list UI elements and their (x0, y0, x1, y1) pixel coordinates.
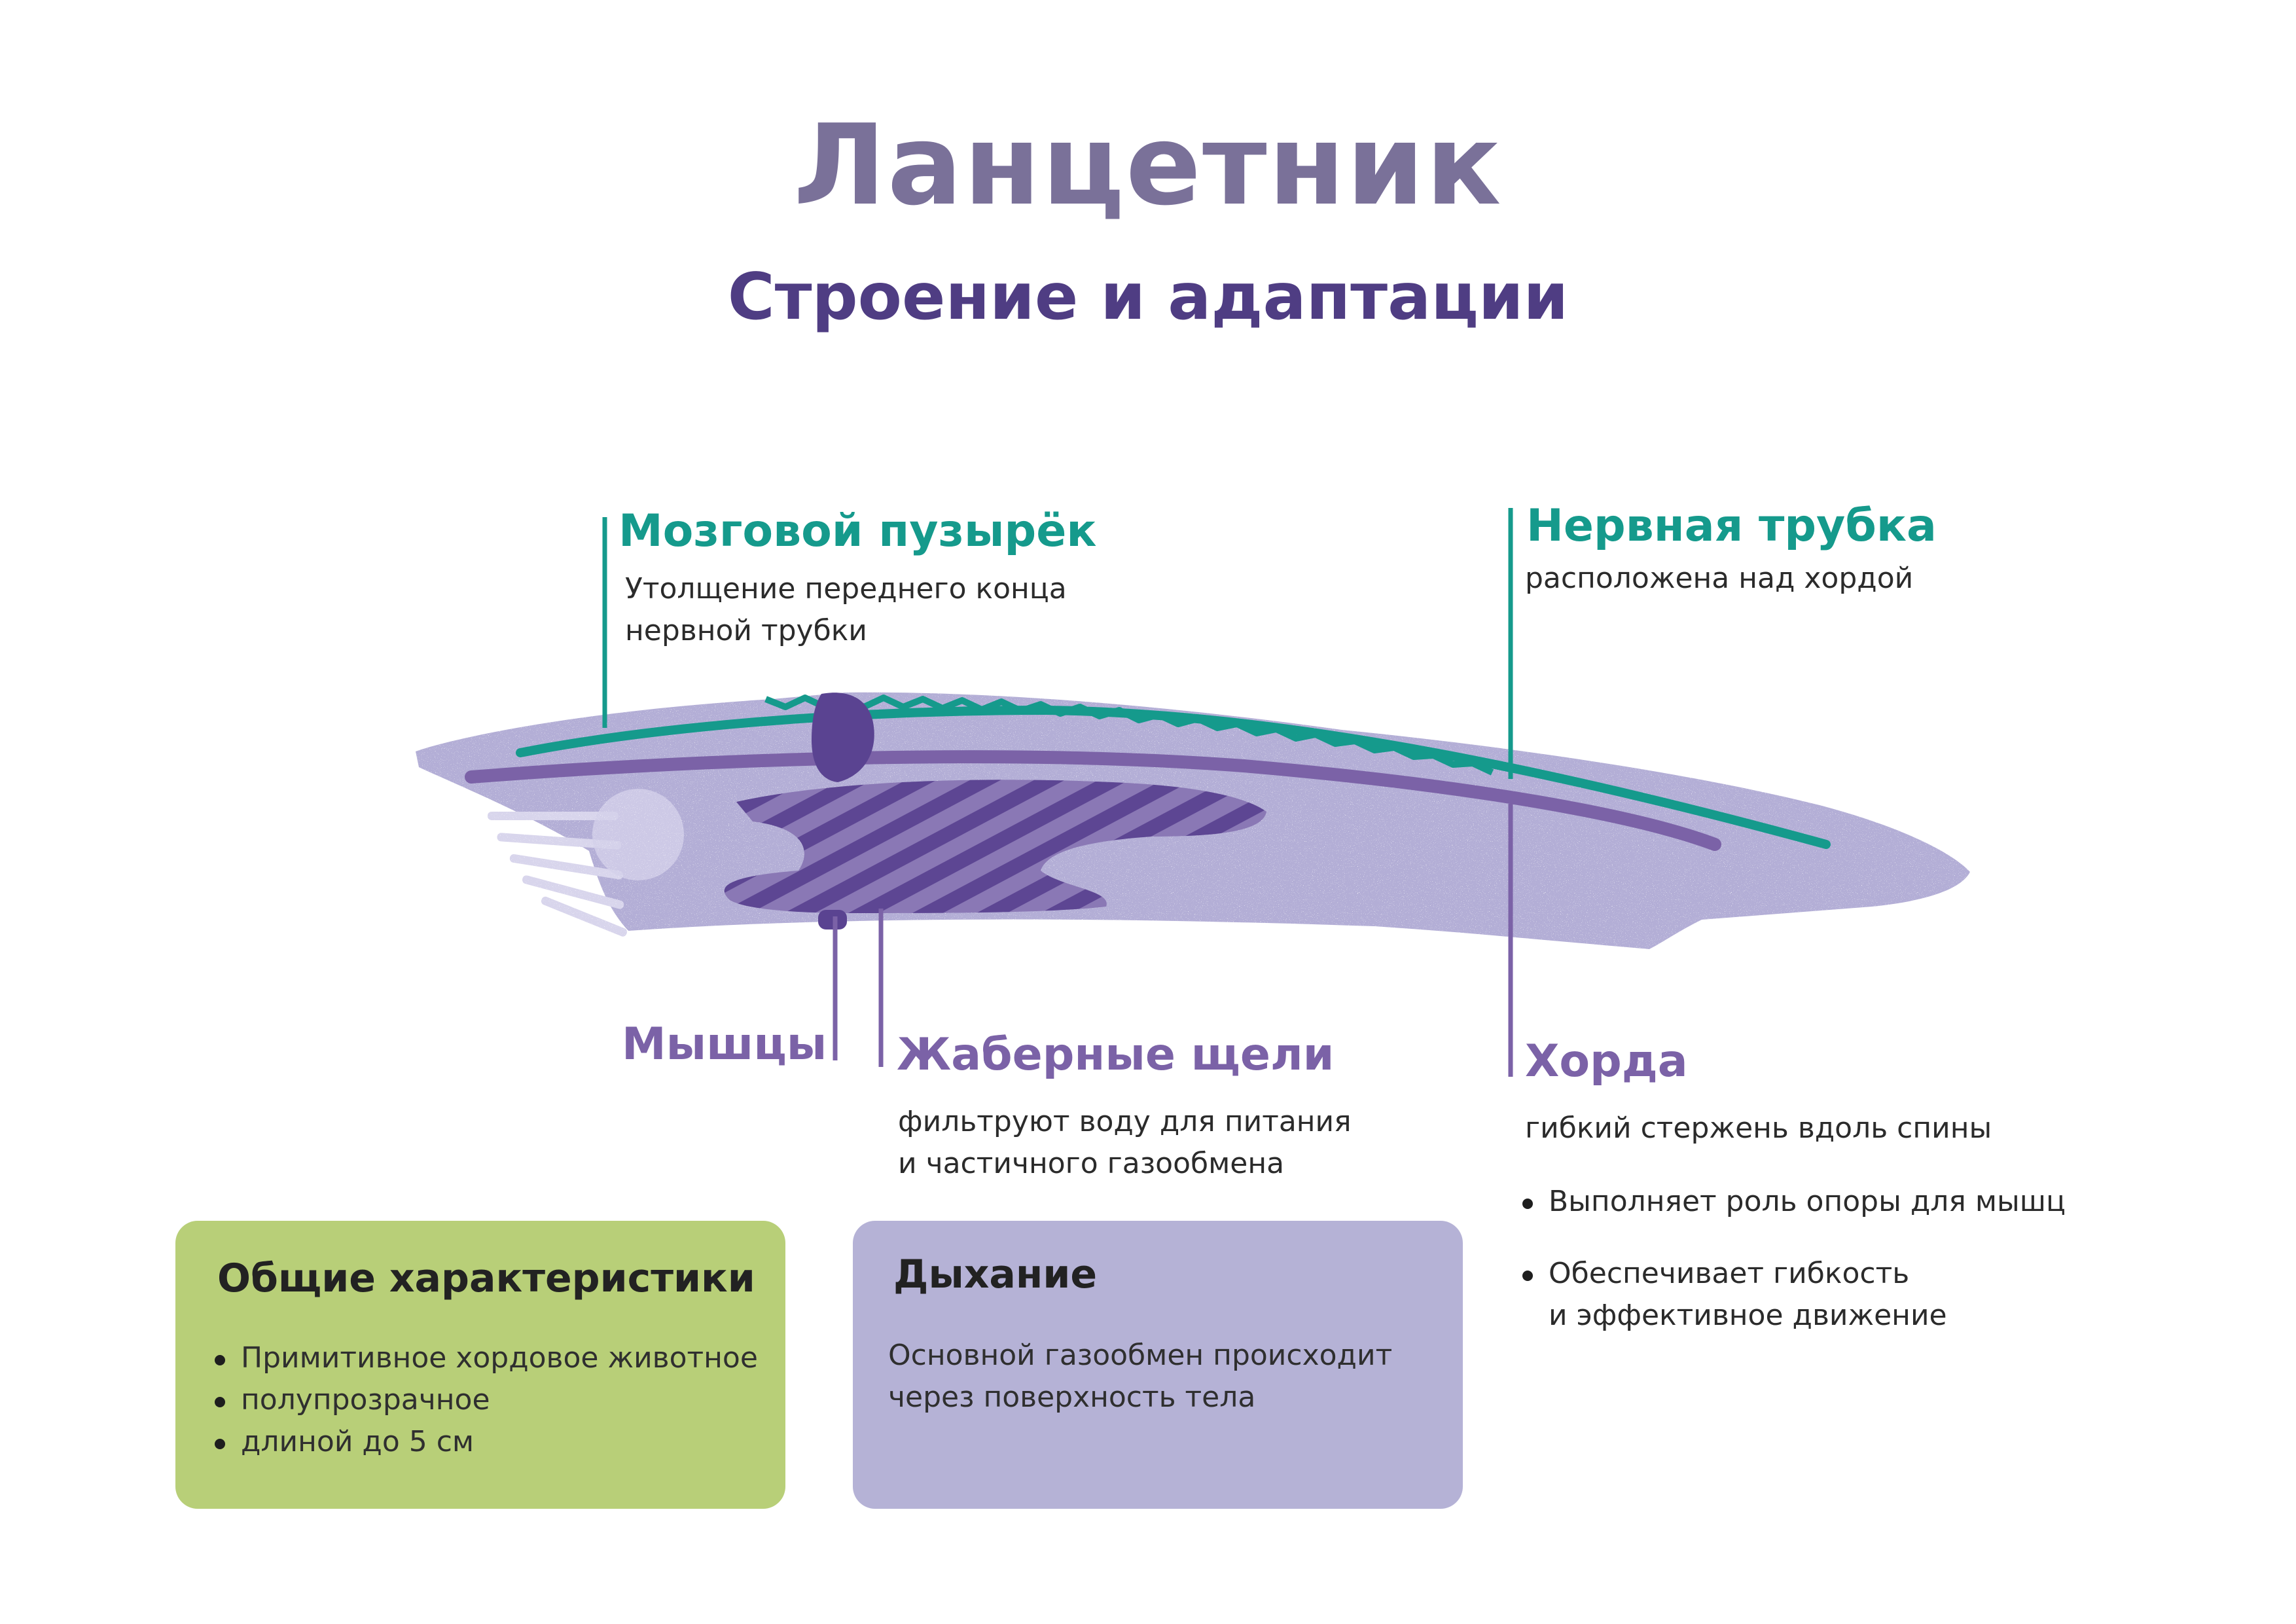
pharynx (724, 780, 1266, 913)
breathing-line-1: Основной газообмен происходит (888, 1339, 1393, 1372)
muscle-base (818, 910, 847, 929)
breathing-line-2: через поверхность тела (888, 1380, 1256, 1414)
general-item-1: Примитивное хордовое животное (209, 1337, 758, 1379)
brain-vesicle-line-2: нервной трубки (625, 614, 867, 647)
page-subtitle: Строение и адаптации (727, 260, 1569, 334)
breathing-card-title: Дыхание (893, 1252, 1098, 1297)
notochord-description: гибкий стержень вдоль спины (1525, 1111, 1992, 1145)
brain-vesicle-title: Мозговой пузырёк (619, 505, 1097, 557)
gill-slits-line-1: фильтруют воду для питания (898, 1105, 1352, 1138)
notochord-title: Хорда (1525, 1036, 1688, 1087)
general-card-title: Общие характеристики (217, 1255, 755, 1301)
page-title: Ланцетник (793, 101, 1503, 230)
leader-lines (602, 508, 1513, 1077)
nerve-tube-description: расположена над хордой (1525, 562, 1914, 595)
nerve-tube-dorsal-edge (764, 695, 1494, 776)
brain-vesicle-line-1: Утолщение переднего конца (625, 572, 1067, 605)
general-characteristics-card: Общие характеристики Примитивное хордово… (175, 1221, 785, 1509)
nerve-tube-title: Нервная трубка (1526, 500, 1937, 552)
breathing-card: Дыхание Основной газообмен происходит че… (853, 1221, 1463, 1509)
gill-slits-description: фильтруют воду для питания и частичного … (898, 1101, 1352, 1185)
gill-slits-line-2: и частичного газообмена (898, 1147, 1285, 1180)
notochord-rod (465, 750, 1721, 851)
notochord-bullet-2: Обеспечивает гибкость и эффективное движ… (1517, 1253, 1947, 1337)
general-card-list: Примитивное хордовое животное полупрозра… (209, 1337, 758, 1463)
notochord-bullets-2: Обеспечивает гибкость и эффективное движ… (1517, 1253, 1947, 1337)
notochord-bullet-1: Выполняет роль опоры для мышц (1517, 1181, 2066, 1223)
notochord-bullets: Выполняет роль опоры для мышц (1517, 1181, 2066, 1223)
muscle-segment (812, 693, 874, 782)
muscles-title: Мышцы (622, 1019, 827, 1070)
general-item-3: длиной до 5 см (209, 1421, 758, 1463)
notochord-bullet-2-line-2: и эффективное движение (1549, 1299, 1947, 1332)
general-item-2: полупрозрачное (209, 1379, 758, 1421)
breathing-card-text: Основной газообмен происходит через пове… (888, 1335, 1392, 1418)
gill-slits-title: Жаберные щели (897, 1029, 1335, 1081)
brain-vesicle-description: Утолщение переднего конца нервной трубки (625, 568, 1067, 652)
notochord-bullet-2-line-1: Обеспечивает гибкость (1549, 1257, 1910, 1290)
